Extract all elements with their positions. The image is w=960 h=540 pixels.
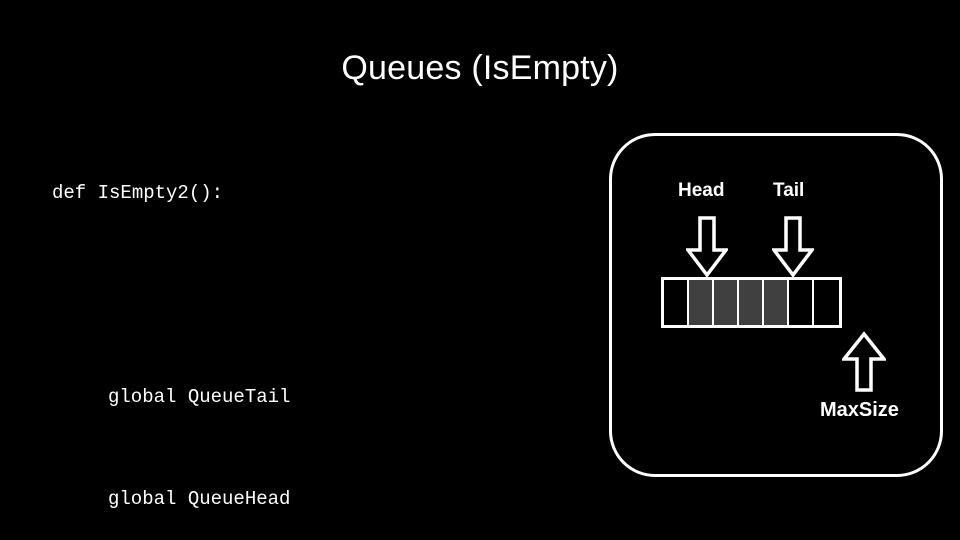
maxsize-label: MaxSize [820, 399, 899, 421]
code-line-blank-1 [52, 278, 592, 312]
queue-cell [689, 280, 714, 325]
tail-label: Tail [773, 180, 805, 201]
code-line-def: def IsEmpty2(): [52, 182, 224, 204]
arrow-down-icon [684, 216, 730, 283]
code-line-global-head: global QueueHead [108, 488, 291, 510]
code-line-global-tail: global QueueTail [108, 386, 291, 408]
queue-cell [789, 280, 814, 325]
page-title: Queues (IsEmpty) [341, 49, 619, 87]
queue-cell [714, 280, 739, 325]
queue-cell [739, 280, 764, 325]
arrow-up-icon [840, 331, 888, 398]
queue-cell [814, 280, 839, 325]
queue-cell [664, 280, 689, 325]
code-block: def IsEmpty2(): global QueueTail global … [52, 108, 592, 540]
queue-array [661, 277, 842, 328]
queue-cell [764, 280, 789, 325]
arrow-down-icon [770, 216, 816, 283]
head-label: Head [678, 180, 725, 201]
